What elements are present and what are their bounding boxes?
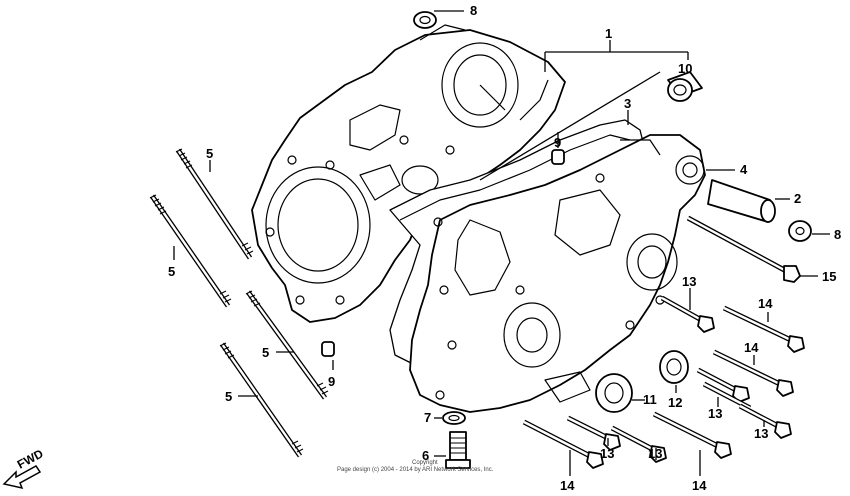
callout-14-c: 14 — [560, 478, 575, 493]
callout-13-c: 13 — [754, 426, 768, 441]
collar-2 — [707, 179, 776, 223]
callout-9-upper: 9 — [554, 135, 561, 150]
callout-5-c: 5 — [262, 345, 269, 360]
dowel-pin-9-upper — [551, 149, 565, 165]
callout-13-b: 13 — [708, 406, 722, 421]
callout-1: 1 — [605, 26, 612, 41]
callout-14-d: 14 — [692, 478, 707, 493]
callout-10: 10 — [678, 61, 692, 76]
callout-numbers: 8 1 10 3 9 4 2 8 15 13 14 14 12 11 13 13… — [168, 3, 841, 493]
sealing-washer-7 — [442, 411, 466, 425]
callout-9-lower: 9 — [328, 374, 335, 389]
drain-plug-6 — [445, 431, 471, 469]
callout-11: 11 — [643, 392, 657, 407]
callout-14-a: 14 — [758, 296, 773, 311]
leader-lines — [173, 10, 830, 476]
right-crankcase — [409, 134, 706, 413]
copyright-line-2: Page design (c) 2004 - 2014 by ARI Netwo… — [337, 467, 494, 473]
washer-8-right — [788, 220, 812, 242]
oil-seal-12 — [659, 350, 689, 384]
bearing-11 — [595, 373, 633, 413]
callout-14-b: 14 — [744, 340, 759, 355]
callout-13-a: 13 — [682, 274, 696, 289]
bearing-10 — [667, 71, 703, 102]
copyright-note: Copyright Page design (c) 2004 - 2014 by… — [337, 460, 494, 473]
dowel-pin-9-lower — [321, 341, 335, 357]
callout-5-d: 5 — [225, 389, 232, 404]
callout-2: 2 — [794, 191, 801, 206]
fwd-arrow-icon — [2, 465, 42, 490]
callout-13-d: 13 — [600, 446, 614, 461]
fwd-label: FWD — [15, 446, 46, 471]
callout-13-e: 13 — [648, 446, 662, 461]
callout-15: 15 — [822, 269, 836, 284]
copyright-line-1: Copyright — [412, 460, 438, 466]
callout-6: 6 — [422, 448, 429, 463]
stud-bolts — [149, 148, 329, 458]
oil-seal-top — [413, 11, 437, 29]
fwd-indicator: FWD — [2, 446, 46, 490]
callout-5-a: 5 — [206, 146, 213, 161]
callout-7: 7 — [424, 410, 431, 425]
flange-bolts — [522, 295, 805, 469]
callout-8-top: 8 — [470, 3, 477, 18]
callout-12: 12 — [668, 395, 682, 410]
callout-3: 3 — [624, 96, 631, 111]
bolt-15 — [686, 215, 801, 283]
callout-4: 4 — [740, 162, 748, 177]
callout-8-right: 8 — [834, 227, 841, 242]
left-crankcase — [251, 24, 566, 323]
callout-5-b: 5 — [168, 264, 175, 279]
